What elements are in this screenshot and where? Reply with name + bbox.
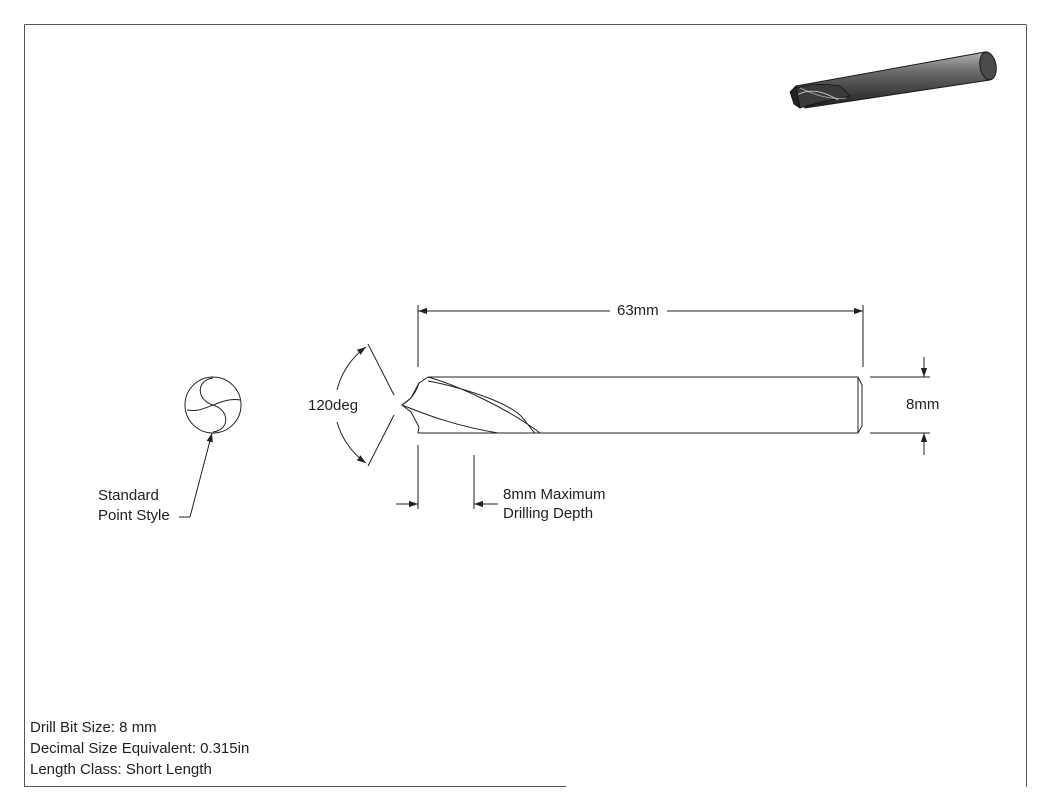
diameter-label: 8mm (906, 396, 940, 413)
drill-size-text: Drill Bit Size: 8 mm (30, 719, 157, 736)
drill-side-view (401, 376, 863, 434)
length-dimension (417, 305, 864, 367)
drawing-border (24, 24, 1027, 787)
length-label: 63mm (617, 302, 659, 319)
diameter-dimension (870, 357, 930, 455)
angle-label: 120deg (308, 397, 359, 414)
drill-bit-3d-render (789, 51, 997, 109)
point-style-leader (179, 432, 213, 518)
decimal-size-text: Decimal Size Equivalent: 0.315in (30, 740, 250, 757)
point-style-label-line2: Point Style (98, 507, 170, 524)
depth-dimension (396, 445, 498, 509)
depth-label-line2: Drilling Depth (503, 505, 594, 522)
drill-end-view (184, 376, 242, 434)
depth-label-line1: 8mm Maximum (503, 486, 606, 503)
point-style-label-line1: Standard (98, 487, 159, 504)
length-class-text: Length Class: Short Length (30, 761, 212, 778)
angle-dimension (336, 343, 395, 467)
